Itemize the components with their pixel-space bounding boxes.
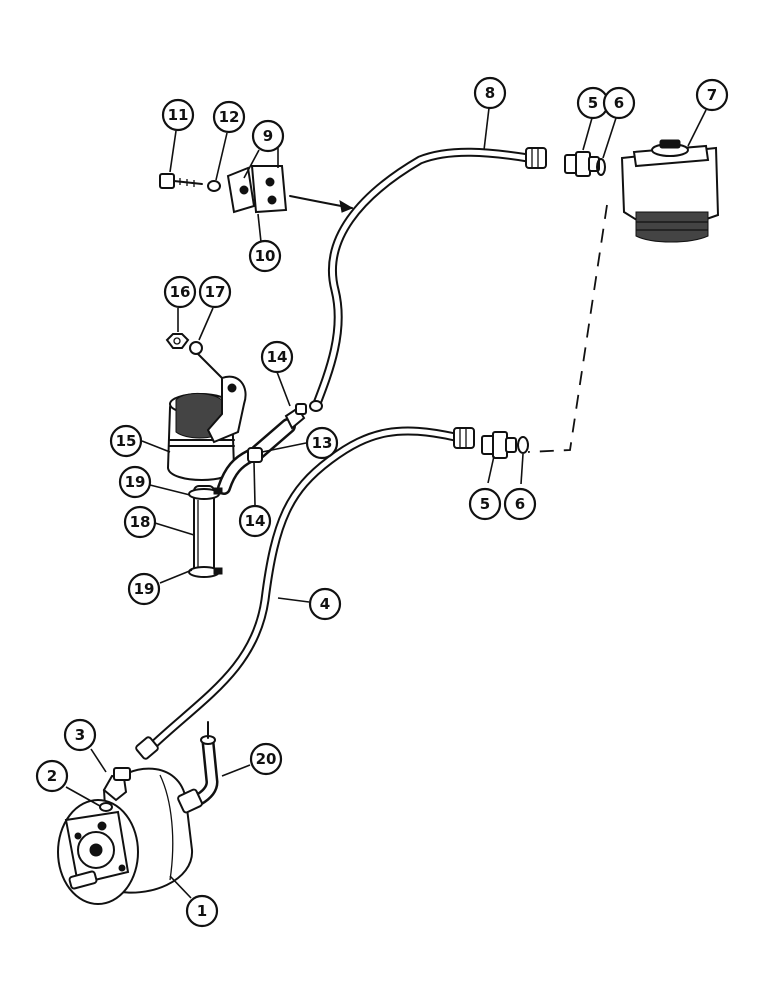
callout-15: 15 xyxy=(109,424,143,458)
elbow-14-lower xyxy=(217,447,263,495)
hose-clip-19-lower xyxy=(188,566,223,578)
callout-16-label: 16 xyxy=(170,283,191,301)
bolt-11 xyxy=(159,173,203,189)
callout-19-lower: 19 xyxy=(127,572,161,606)
callout-4-label: 4 xyxy=(320,595,330,613)
callout-20-label: 20 xyxy=(256,750,277,768)
callout-13: 13 xyxy=(305,426,339,460)
callout-17-label: 17 xyxy=(205,283,226,301)
callout-3-label: 3 xyxy=(75,726,85,744)
callout-19-upper: 19 xyxy=(118,465,152,499)
elbow-fitting-3 xyxy=(102,767,131,802)
callout-9-label: 9 xyxy=(263,127,273,145)
callout-3: 3 xyxy=(63,718,97,752)
callout-19-lower-label: 19 xyxy=(134,580,155,598)
callout-1: 1 xyxy=(185,894,219,928)
callout-7: 7 xyxy=(695,78,729,112)
nut-16 xyxy=(165,333,190,349)
o-ring-6-lower xyxy=(517,436,529,454)
clamp-9 xyxy=(226,165,288,214)
hose-clip-19-upper xyxy=(188,487,223,500)
callout-5-lower-label: 5 xyxy=(480,495,490,513)
washer-12 xyxy=(207,180,221,192)
callout-5-lower: 5 xyxy=(468,487,502,521)
callout-16: 16 xyxy=(163,275,197,309)
callout-10-label: 10 xyxy=(255,247,276,265)
callout-1-label: 1 xyxy=(197,902,207,920)
callout-9: 9 xyxy=(251,119,285,153)
callout-2: 2 xyxy=(35,759,69,793)
callout-10: 10 xyxy=(248,239,282,273)
o-ring-6-upper xyxy=(596,158,606,176)
callout-6-lower-label: 6 xyxy=(515,495,525,513)
hose-13 xyxy=(250,418,296,460)
washer-17 xyxy=(189,341,203,355)
callout-18-label: 18 xyxy=(130,513,151,531)
return-pipe-20 xyxy=(177,735,219,814)
pipe-4 xyxy=(135,426,475,760)
callout-17: 17 xyxy=(198,275,232,309)
callout-8: 8 xyxy=(473,76,507,110)
callout-14-lower-label: 14 xyxy=(245,512,266,530)
elbow-14-upper xyxy=(284,403,307,430)
pipe-8 xyxy=(309,147,547,412)
callout-11-label: 11 xyxy=(168,106,189,124)
callout-19-upper-label: 19 xyxy=(125,473,146,491)
hydraulic-pump-1 xyxy=(57,767,194,905)
callout-2-label: 2 xyxy=(47,767,57,785)
adaptor-5-lower xyxy=(481,431,517,459)
adaptor-5-upper xyxy=(564,151,600,177)
o-ring-2 xyxy=(99,802,113,812)
callout-6-upper: 6 xyxy=(602,86,636,120)
callout-11: 11 xyxy=(161,98,195,132)
callout-12-label: 12 xyxy=(219,108,240,126)
callout-8-label: 8 xyxy=(485,84,495,102)
steering-control-unit-7 xyxy=(620,139,720,243)
callout-7-label: 7 xyxy=(707,86,717,104)
callout-4: 4 xyxy=(308,587,342,621)
callout-18: 18 xyxy=(123,505,157,539)
callout-6-lower: 6 xyxy=(503,487,537,521)
callout-15-label: 15 xyxy=(116,432,137,450)
dashed-connection-line xyxy=(527,204,608,453)
filter-15 xyxy=(166,375,247,481)
callout-14-upper-label: 14 xyxy=(267,348,288,366)
callout-14-lower: 14 xyxy=(238,504,272,538)
callout-20: 20 xyxy=(249,742,283,776)
callout-14-upper: 14 xyxy=(260,340,294,374)
leader-lines xyxy=(65,107,707,899)
callout-5-upper-label: 5 xyxy=(588,94,598,112)
callout-12: 12 xyxy=(212,100,246,134)
callout-6-upper-label: 6 xyxy=(614,94,624,112)
callout-13-label: 13 xyxy=(312,434,333,452)
